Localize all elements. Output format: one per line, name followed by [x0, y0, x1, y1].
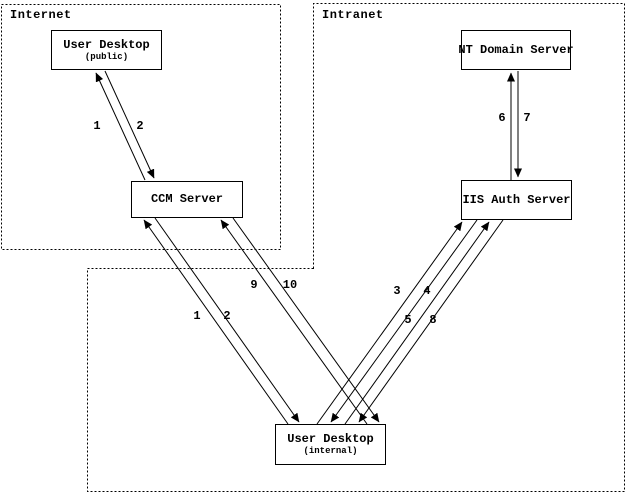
edge-label-public-ccm-1: 1 [93, 119, 101, 133]
arrow-5-internal-to-iis [344, 221, 490, 425]
node-title: CCM Server [150, 192, 223, 206]
edge-label-iis-nt-7: 7 [523, 111, 531, 125]
arrow-2-ccm-to-internal-response [154, 217, 300, 423]
arrow-10-ccm-to-internal [232, 217, 380, 423]
edge-label-internal-ccm-10: 10 [282, 278, 298, 292]
node-user-desktop-internal: User Desktop (internal) [275, 424, 386, 465]
edge-label-internal-ccm-9: 9 [250, 278, 258, 292]
edge-label-internal-iis-3: 3 [393, 284, 401, 298]
edge-label-public-ccm-2: 2 [136, 119, 144, 133]
intranet-zone-border [87, 3, 625, 492]
edge-label-internal-iis-4: 4 [423, 284, 431, 298]
arrow-1-internal-to-ccm-request [143, 219, 289, 425]
arrow-2-ccm-to-public-response [104, 70, 155, 179]
node-title: IIS Auth Server [462, 192, 571, 207]
arrow-1-public-to-ccm-request [95, 72, 146, 181]
internet-zone-border [1, 4, 281, 250]
edge-label-internal-ccm-1: 1 [193, 309, 201, 323]
edge-label-internal-iis-5: 5 [404, 313, 412, 327]
node-title: User Desktop [63, 37, 150, 52]
arrow-4-iis-to-internal [330, 219, 478, 423]
arrow-8-iis-to-internal [358, 219, 504, 423]
edge-label-iis-nt-6: 6 [498, 111, 506, 125]
node-iis-auth-server: IIS Auth Server [461, 180, 572, 220]
node-ccm-server: CCM Server [131, 181, 243, 218]
intranet-zone-label: Intranet [322, 8, 384, 22]
node-subtitle: (internal) [303, 446, 358, 456]
arrow-3-internal-to-iis [316, 221, 463, 425]
edge-label-internal-iis-8: 8 [429, 313, 437, 327]
node-title: NT Domain Server [458, 42, 574, 57]
node-nt-domain-server: NT Domain Server [458, 30, 574, 70]
arrow-9-internal-to-ccm [220, 219, 368, 425]
node-title: User Desktop [287, 432, 374, 446]
edge-label-internal-ccm-2: 2 [223, 309, 231, 323]
internet-zone-label: Internet [10, 8, 72, 22]
node-subtitle: (public) [84, 51, 129, 62]
node-user-desktop-public: User Desktop (public) [51, 30, 162, 70]
